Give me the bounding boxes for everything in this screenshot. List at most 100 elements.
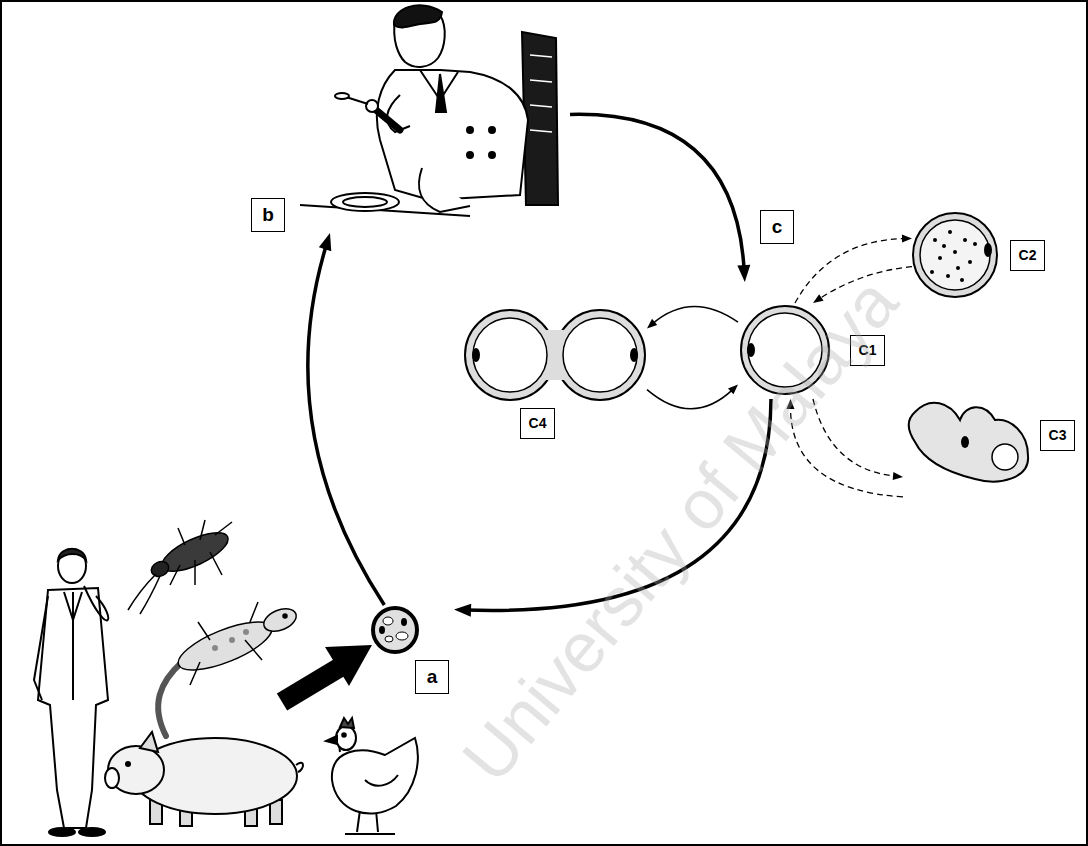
- label-box: C1: [850, 335, 885, 366]
- granular-cell-part-part: [930, 270, 934, 274]
- granular-cell-part-part: [973, 242, 977, 246]
- pig-part: [105, 768, 119, 788]
- host-man-part: [34, 596, 48, 700]
- diner-figure-part: [467, 152, 473, 158]
- gecko-part: [283, 614, 287, 618]
- pig-part: [140, 732, 158, 752]
- host-man-part: [38, 588, 108, 828]
- arrowhead: [728, 385, 738, 395]
- host-man-part: [79, 828, 105, 836]
- chicken-part: [336, 726, 356, 750]
- cycle-line: [308, 244, 384, 605]
- stage-letter: C1: [859, 343, 877, 358]
- dividing-cell-part: [555, 310, 645, 400]
- gecko-part: [190, 602, 262, 685]
- granular-cell-part-part: [953, 250, 957, 254]
- host-arrow: [282, 645, 372, 702]
- gecko-part: [243, 629, 249, 635]
- stage-node: C4: [465, 308, 647, 444]
- cyst-cell: [373, 608, 417, 652]
- arrowhead: [454, 604, 471, 617]
- chicken-part: [365, 775, 398, 786]
- cycle-arrow: [813, 267, 912, 303]
- host-man-part: [84, 586, 108, 620]
- dividing-cell: [465, 310, 645, 400]
- diner-figure-part: [489, 152, 495, 158]
- host-man-part: [64, 592, 82, 700]
- cycle-line: [647, 389, 733, 408]
- cycle-line: [466, 399, 771, 610]
- diner-figure-part: [530, 55, 552, 132]
- amoeboid-cell: [909, 403, 1028, 482]
- arrowhead: [813, 294, 824, 303]
- cycle-arrow: [813, 399, 903, 480]
- granular-cell-part-part: [963, 238, 967, 242]
- stage-letter: a: [427, 667, 438, 688]
- cycle-line: [652, 307, 738, 324]
- diner-figure-part: [436, 74, 446, 112]
- host-arrow-part: [282, 666, 342, 702]
- granular-cell-part-part: [938, 256, 942, 260]
- dividing-cell-part: [473, 318, 547, 392]
- host-man: [34, 549, 108, 836]
- cycle-arrow: [795, 235, 912, 303]
- granular-cell-part-part: [942, 244, 946, 248]
- label-box: c: [760, 210, 794, 244]
- cycle-line: [813, 399, 896, 476]
- vacuolar-cell: [741, 306, 829, 394]
- vacuolar-cell-part: [747, 343, 755, 357]
- stage-letter: C4: [529, 416, 547, 431]
- pig-part: [126, 762, 130, 766]
- diner-figure-part: [394, 5, 442, 27]
- dividing-cell-part: [472, 348, 480, 362]
- watermark: University of Malaya: [447, 263, 913, 797]
- stage-node: b: [250, 5, 570, 233]
- gecko-part: [173, 612, 278, 679]
- chicken: [326, 718, 418, 834]
- pig: [105, 732, 303, 826]
- label-box: b: [251, 198, 285, 232]
- stage-node: C1: [738, 303, 888, 399]
- label-box: C3: [1040, 420, 1075, 451]
- stage-letter: C2: [1019, 248, 1037, 263]
- host-man-part: [58, 549, 86, 560]
- stage-letter: b: [262, 205, 274, 226]
- cycle-arrow: [570, 114, 750, 282]
- chicken-part: [342, 733, 346, 737]
- cyst-cell-part: [401, 618, 407, 626]
- gecko: [158, 602, 299, 736]
- host-arrow-part: [325, 645, 372, 686]
- label-box: a: [415, 660, 449, 694]
- diner-figure: [300, 5, 558, 216]
- dividing-cell-part: [630, 348, 638, 362]
- amoeboid-cell-part: [961, 436, 969, 448]
- stage-node: a: [372, 605, 454, 697]
- pig-part: [296, 763, 303, 772]
- cyst-cell-part: [396, 632, 408, 640]
- diner-figure-part: [467, 127, 473, 133]
- diner-figure-part: [346, 97, 368, 104]
- granular-cell-part: [984, 243, 992, 257]
- diner-figure-part: [376, 110, 400, 130]
- label-box: C4: [520, 408, 555, 439]
- arrowhead: [893, 472, 903, 480]
- cockroach-part: [128, 574, 160, 614]
- granular-cell-part: [913, 213, 997, 297]
- diner-figure-part: [377, 70, 528, 200]
- cockroach-part: [170, 520, 232, 585]
- cycle-arrow: [647, 307, 738, 329]
- granular-cell-part-part: [960, 278, 964, 282]
- granular-cell-part-part: [933, 238, 937, 242]
- cyst-cell-part: [373, 608, 417, 652]
- cyst-cell-part: [385, 636, 393, 642]
- cyst-cell-part: [379, 626, 385, 634]
- host-man-part: [58, 549, 86, 583]
- granular-cell-part-part: [946, 274, 950, 278]
- gecko-part: [260, 604, 299, 635]
- diner-figure-part: [419, 168, 470, 212]
- cycle-line: [570, 114, 744, 270]
- gecko-part: [158, 662, 182, 736]
- diner-figure-part: [366, 100, 378, 112]
- cycle-arrow: [454, 399, 771, 617]
